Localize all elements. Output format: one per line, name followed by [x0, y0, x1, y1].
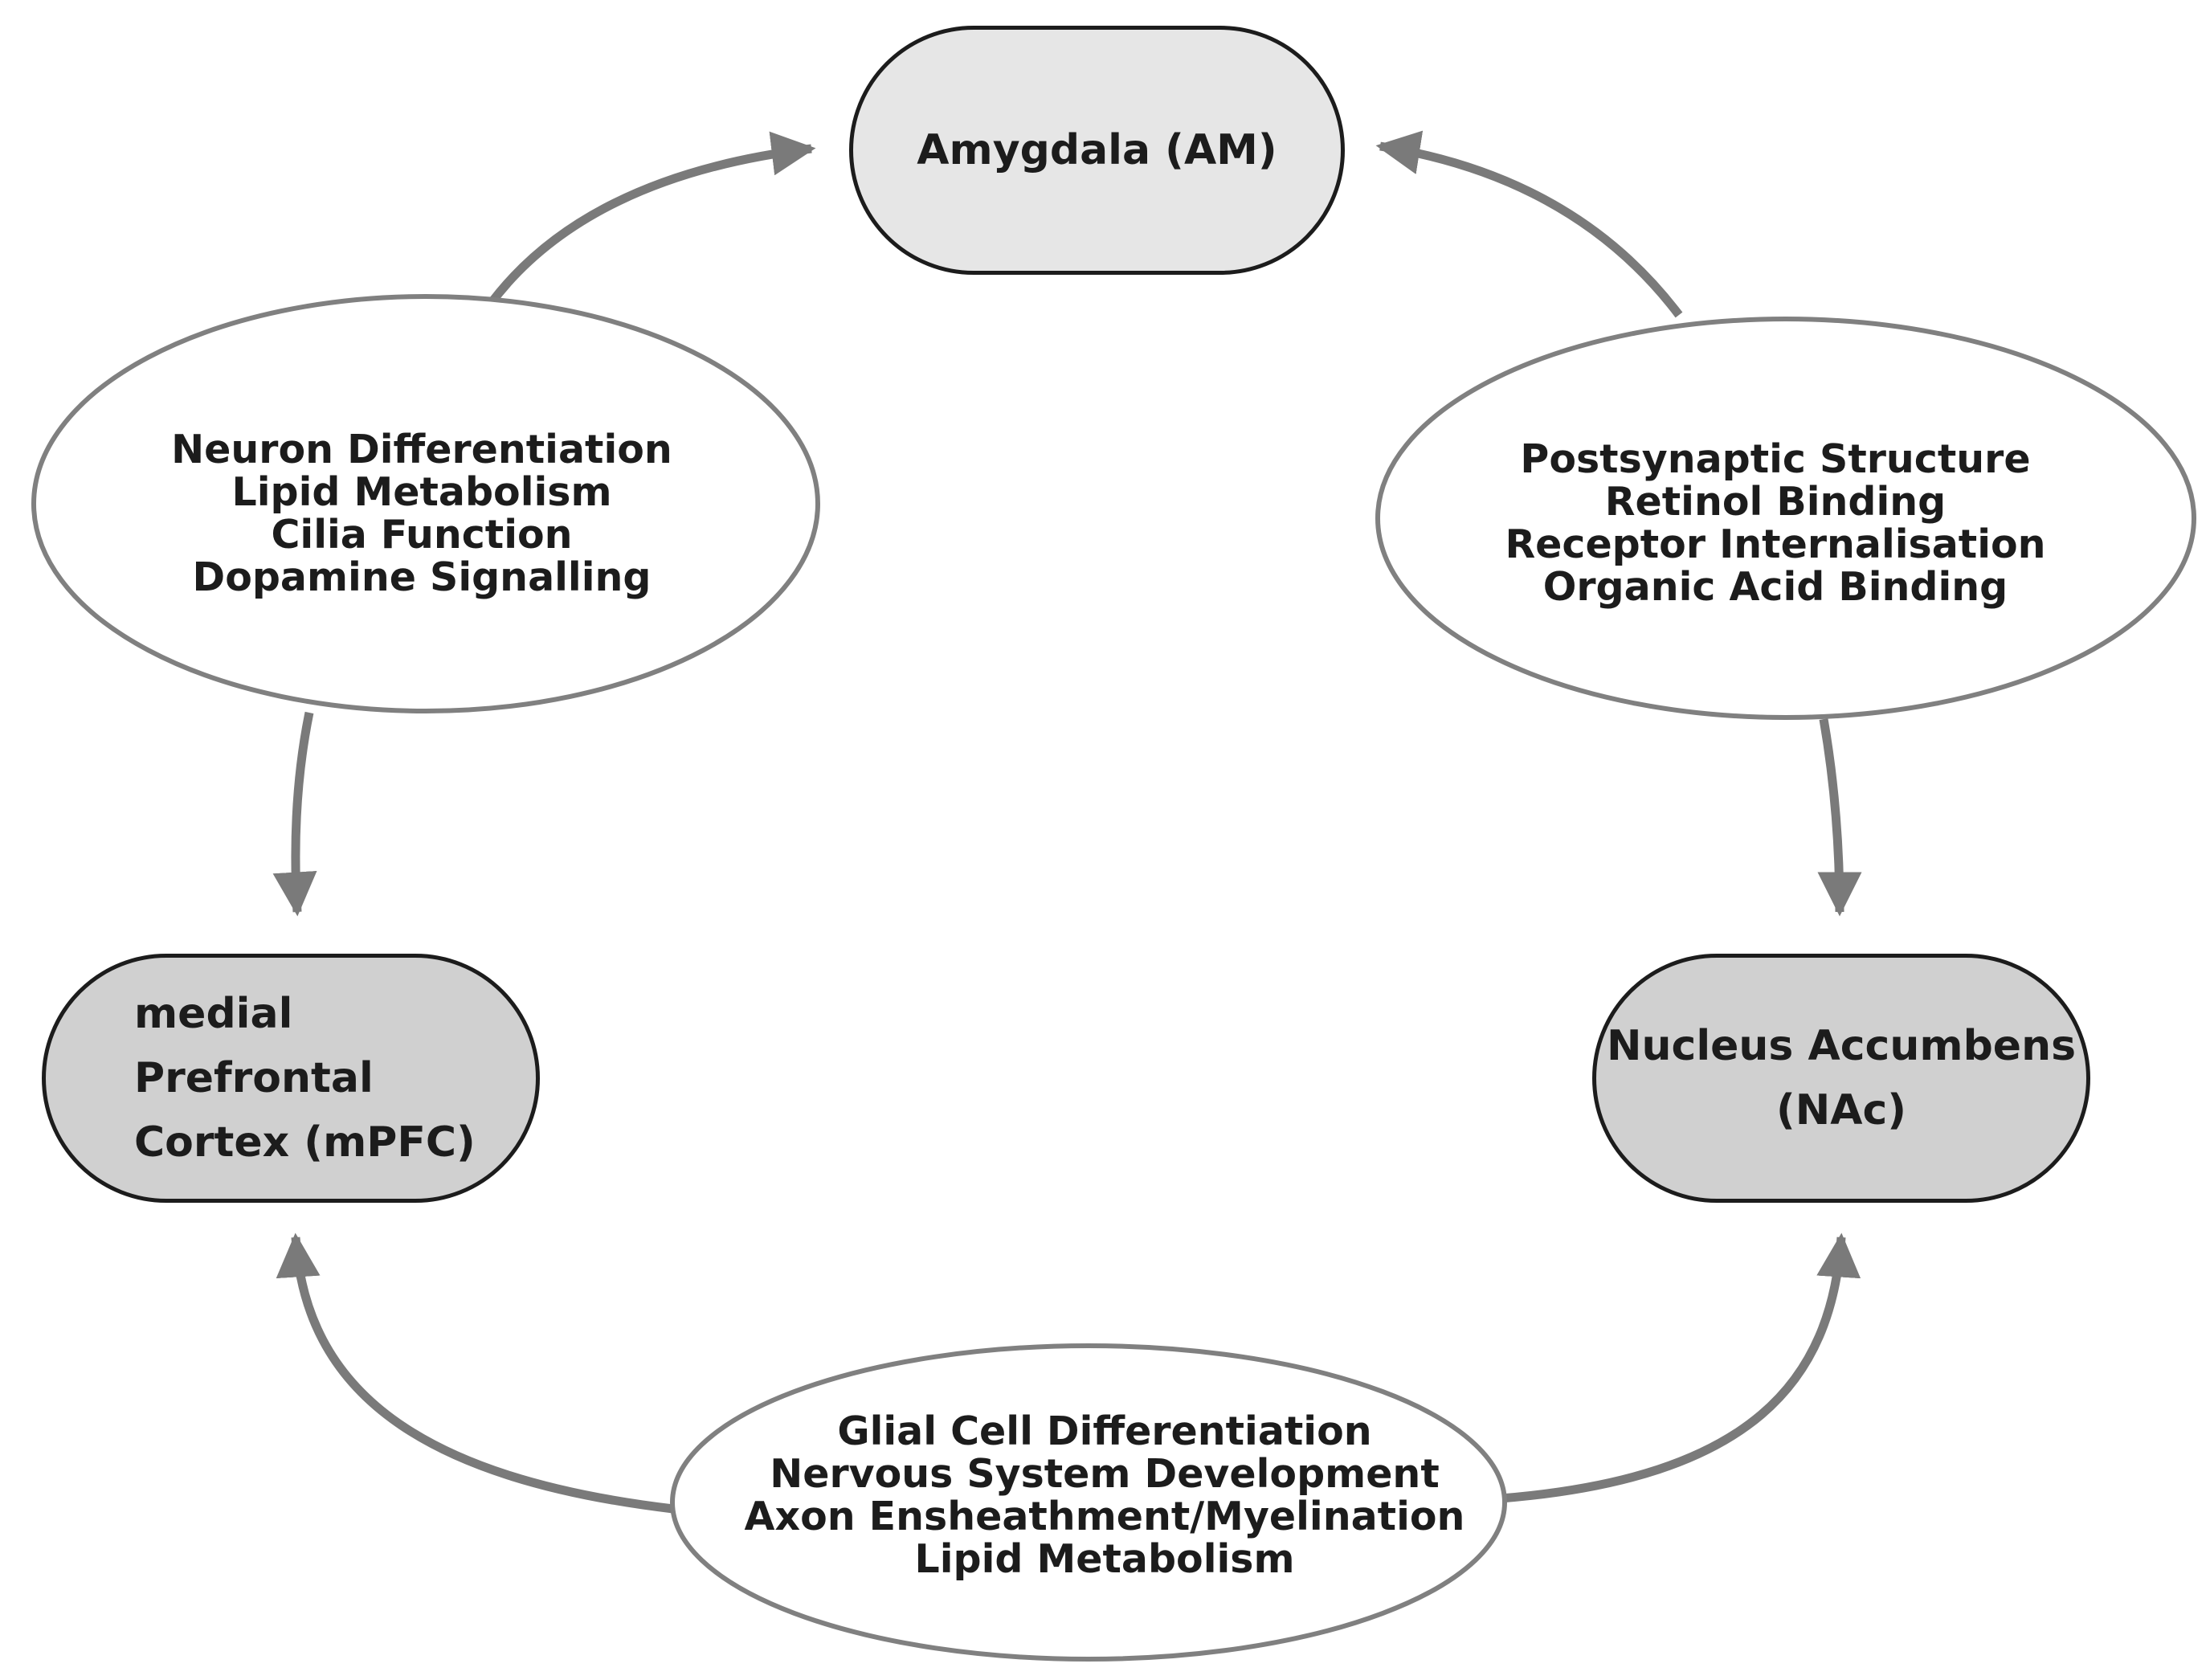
process-item: Dopamine Signalling	[192, 554, 652, 600]
node-nac: Nucleus Accumbens (NAc)	[1592, 954, 2090, 1203]
process-list-mpfc-nac: Glial Cell Differentiation Nervous Syste…	[723, 1410, 1486, 1580]
arrow-left-oval-to-mpfc	[272, 711, 317, 917]
process-oval-mpfc-nac	[670, 1343, 1507, 1662]
process-list-nac-am: Postsynaptic Structure Retinol Binding R…	[1462, 438, 2089, 608]
process-item: Axon Ensheathment/Myelination	[744, 1494, 1465, 1539]
arrow-left-oval-to-amygdala	[480, 131, 816, 317]
process-item: Glial Cell Differentiation	[837, 1408, 1372, 1454]
process-item: Cilia Function	[271, 512, 573, 558]
arrow-right-oval-to-nac	[1817, 718, 1862, 917]
process-item: Lipid Metabolism	[231, 469, 612, 515]
process-item: Nervous System Development	[770, 1451, 1440, 1497]
process-oval-nac-am	[1375, 317, 2196, 720]
process-item: Lipid Metabolism	[914, 1536, 1295, 1582]
node-mpfc: medial Prefrontal Cortex (mPFC)	[42, 954, 540, 1203]
node-mpfc-label-line: medial Prefrontal	[134, 990, 374, 1102]
process-item: Organic Acid Binding	[1542, 564, 2008, 610]
process-list-mpfc-am: Neuron Differentiation Lipid Metabolism …	[121, 428, 723, 599]
process-item: Postsynaptic Structure	[1520, 436, 2031, 482]
node-nac-label-line: Nucleus Accumbens	[1606, 1022, 2077, 1070]
arrow-bottom-oval-to-mpfc	[276, 1232, 674, 1514]
node-nac-label-line: (NAc)	[1775, 1086, 1907, 1134]
process-item: Receptor Internalisation	[1505, 521, 2046, 567]
node-mpfc-label-line: Cortex (mPFC)	[134, 1118, 476, 1167]
process-item: Neuron Differentiation	[171, 427, 672, 472]
process-item: Retinol Binding	[1604, 479, 1947, 525]
node-amygdala: Amygdala (AM)	[849, 26, 1345, 275]
arrow-right-oval-to-amygdala	[1375, 130, 1683, 318]
process-oval-mpfc-am	[31, 294, 820, 713]
node-amygdala-label: Amygdala (AM)	[917, 126, 1277, 174]
arrow-bottom-oval-to-nac	[1500, 1232, 1861, 1503]
